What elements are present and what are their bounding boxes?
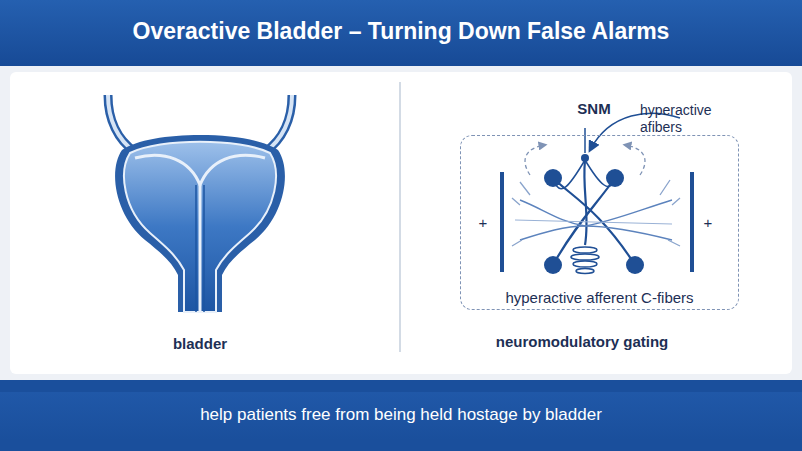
caption-text: help patients free from being held hosta… bbox=[0, 392, 802, 438]
bladder-drawing bbox=[108, 95, 292, 312]
title-text: Overactive Bladder – Turning Down False … bbox=[0, 0, 802, 62]
gating-region: hyperactive afferent C-fibers bbox=[460, 135, 739, 310]
divider bbox=[399, 82, 401, 352]
region-label: hyperactive afferent C-fibers bbox=[461, 289, 738, 306]
part-label: bladder bbox=[173, 335, 227, 352]
polarity-sign: + bbox=[479, 214, 488, 231]
polarity-sign: + bbox=[704, 214, 713, 231]
part-label: SNM bbox=[577, 100, 610, 117]
neuro-drawing bbox=[502, 113, 692, 274]
callout-label: hyperactive afibers bbox=[640, 102, 736, 137]
section-label: neuromodulatory gating bbox=[496, 333, 669, 350]
